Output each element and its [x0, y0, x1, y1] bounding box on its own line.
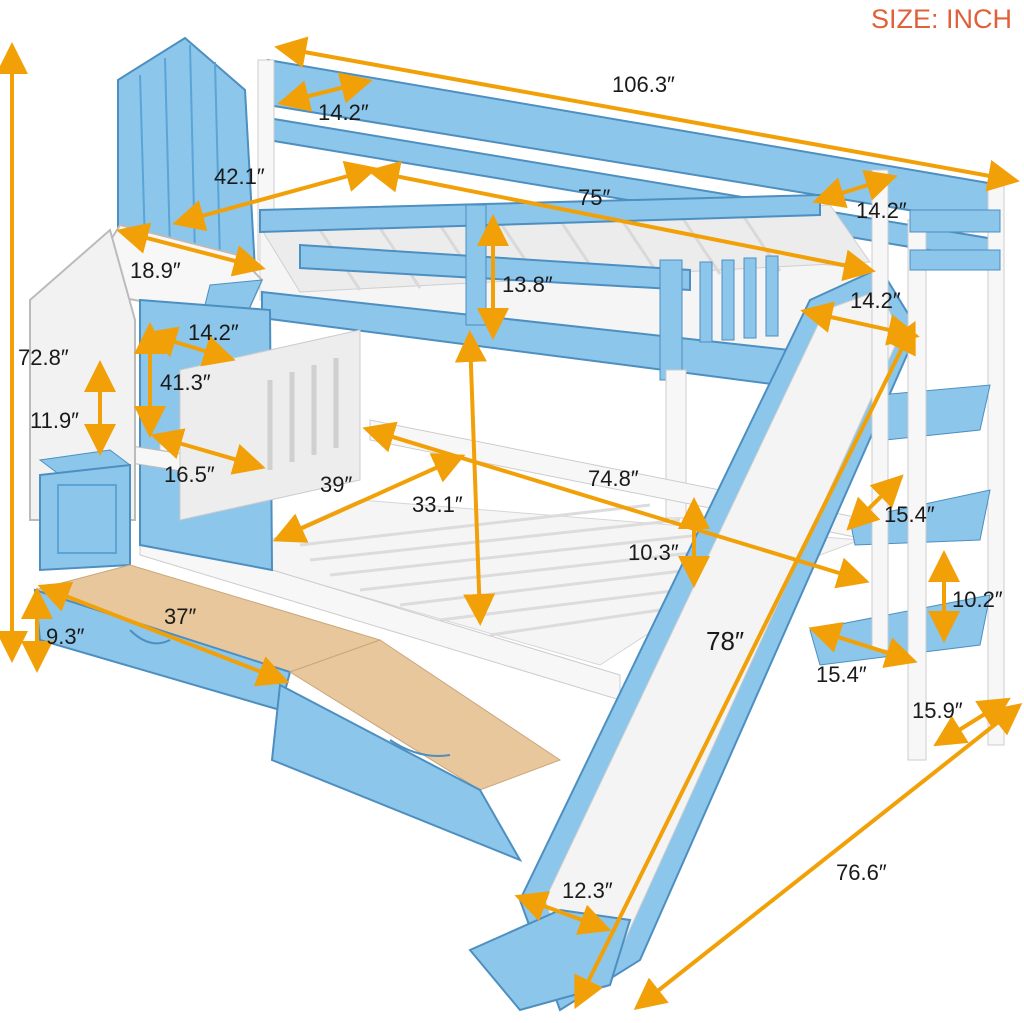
label-shelf-width: 16.5″: [164, 462, 215, 487]
label-ladder-depth: 15.9″: [912, 698, 963, 723]
arrow-top-bunk-width: [172, 160, 378, 232]
label-bottom-bunk-width: 39″: [320, 472, 352, 497]
label-bottom-rail-height: 10.3″: [628, 540, 679, 565]
arrow-top-rail-right: [812, 169, 898, 209]
label-bunk-clearance: 33.1″: [412, 492, 463, 517]
arrow-ladder-depth: [933, 697, 1011, 747]
arrow-roof-width: [116, 222, 266, 277]
size-unit-title: SIZE: INCH: [871, 4, 1012, 34]
label-top-rail-left: 14.2″: [318, 100, 369, 125]
dimension-arrows: [0, 36, 1023, 1010]
label-guard-rail-height: 13.8″: [502, 272, 553, 297]
arrow-overall-length: [274, 36, 1020, 192]
label-slide-bottom-width: 12.3″: [562, 878, 613, 903]
label-overall-depth: 76.6″: [836, 860, 887, 885]
label-top-rail-right: 14.2″: [856, 198, 907, 223]
label-step-depth-upper: 15.4″: [884, 502, 935, 527]
arrow-drawer-length: [37, 581, 290, 687]
dimension-labels: SIZE: INCH 106.3″ 72.8″ 76.6″ 14.2″ 42.1…: [18, 4, 1012, 903]
label-slide-top-width: 14.2″: [850, 288, 901, 313]
label-drawer-length: 37″: [164, 604, 196, 629]
arrow-slide-bottom-width: [514, 891, 612, 935]
label-overall-length: 106.3″: [612, 72, 675, 97]
label-step-height-right: 10.2″: [952, 587, 1003, 612]
label-top-bunk-length: 75″: [578, 185, 610, 210]
arrow-top-bunk-length: [367, 160, 876, 282]
label-cabinet-height: 41.3″: [160, 370, 211, 395]
label-top-bunk-width: 42.1″: [214, 164, 265, 189]
arrow-slide-length: [574, 320, 916, 1010]
label-stair-step-height: 11.9″: [30, 408, 79, 433]
label-drawer-height: 9.3″: [46, 624, 85, 649]
arrow-top-rail-left: [277, 72, 373, 112]
label-bottom-bunk-length: 74.8″: [588, 466, 639, 491]
arrow-bunk-clearance: [454, 330, 496, 626]
arrow-shelf-width: [150, 428, 266, 475]
label-step-depth-lower: 15.4″: [816, 662, 867, 687]
label-slide-length: 78″: [706, 626, 744, 656]
label-cabinet-width: 14.2″: [188, 320, 239, 345]
label-overall-height: 72.8″: [18, 345, 69, 370]
arrow-step-depth-lower: [808, 622, 918, 668]
label-roof-width: 18.9″: [130, 258, 181, 283]
